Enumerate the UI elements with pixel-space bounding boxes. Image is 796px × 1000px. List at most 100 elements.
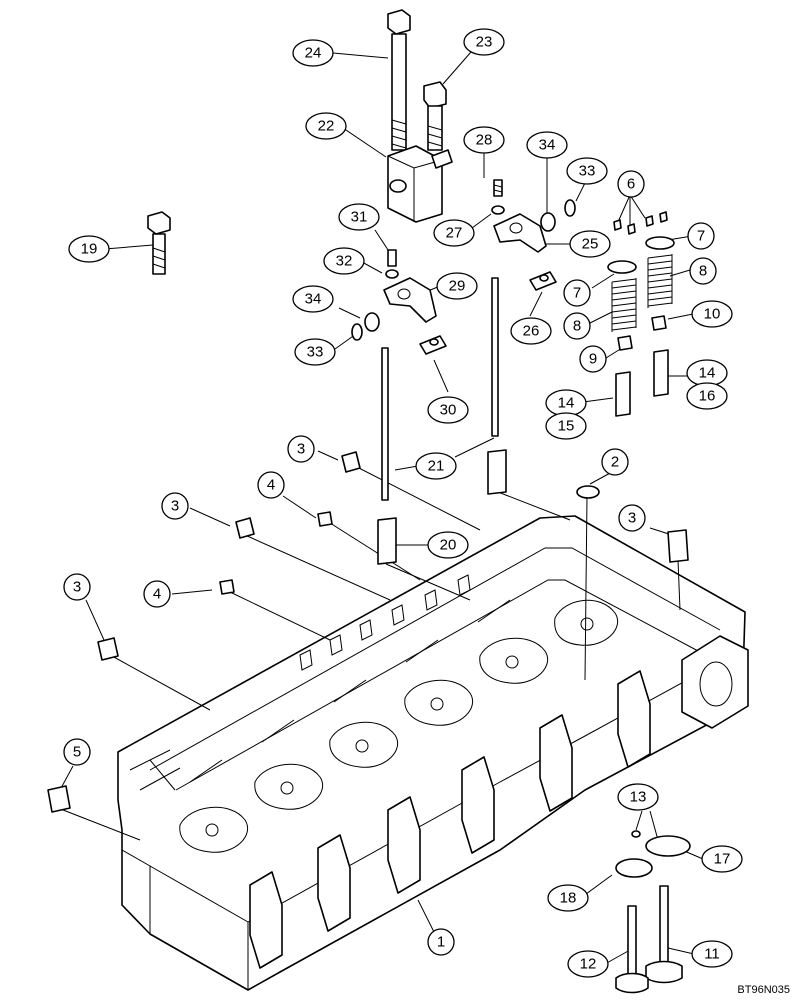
callout: 26 [510,317,552,345]
valve-guide-left [615,371,631,417]
callout: 3 [618,504,646,532]
thrust-washer-top [540,212,556,232]
callout-label: 10 [704,306,721,323]
callout: 14 [545,389,587,417]
callout: 8 [563,312,591,340]
adjusting-screw-rear [493,179,503,197]
callout: 28 [463,126,505,154]
callout: 12 [567,950,609,978]
callout-label: 1 [437,934,445,951]
callout-label: 34 [305,291,322,308]
callout-label: 11 [704,946,720,963]
callout: 22 [305,112,347,140]
spring-retainer-right [645,236,675,250]
crosshead-front [419,335,447,355]
callout-label: 2 [611,454,619,471]
callout-label: 4 [153,586,161,603]
callout-label: 13 [630,789,647,806]
locknut-rear [491,205,505,215]
short-bolt [423,81,447,151]
exhaust-valve [615,905,649,994]
callout-label: 26 [523,323,540,340]
retaining-ring-lower [351,323,363,341]
callout-label: 28 [476,132,493,149]
callout: 25 [569,230,611,258]
callout-label: 6 [627,176,635,193]
callout-label: 14 [699,365,716,382]
crosshead-rear [529,271,557,291]
thrust-washer-lower [364,312,380,332]
callout-label: 20 [440,537,457,554]
callout-label: 18 [560,890,577,907]
callout-label: 8 [573,318,581,335]
callout-label: 16 [699,388,716,405]
callout: 7 [563,279,591,307]
valve-spring-right [647,254,673,308]
valve-guide-right [653,349,669,397]
callout-label: 9 [589,351,597,368]
spring-retainer-left [607,260,637,274]
valve-seat-insert-small-a [631,830,641,838]
callout: 8 [689,257,717,285]
callout-label: 19 [81,241,98,258]
callout: 33 [566,157,608,185]
callout: 33 [294,338,336,366]
callout-label: 22 [318,118,335,135]
callout: 5 [63,738,91,766]
tappet-front [377,517,397,565]
valve-seat-ring-17 [645,835,691,857]
callout-label: 7 [697,228,705,245]
callout: 10 [691,300,733,328]
callout-label: 7 [573,285,581,302]
pipe-plug-b [219,579,235,595]
callout-label: 4 [267,477,275,494]
callout: 7 [687,222,715,250]
rocker-arm-front [383,277,437,323]
drawing-code: BT96N035 [737,984,790,996]
callout-label: 8 [699,263,707,280]
callout-label: 31 [351,209,368,226]
valve-stem-seal-left [617,335,633,351]
push-rods [381,277,499,501]
callout-label: 15 [558,418,575,435]
callout-label: 34 [539,137,556,154]
callout: 34 [292,285,334,313]
locknut-front [385,269,399,279]
callout-label: 14 [558,395,575,412]
callout-label: 29 [449,278,466,295]
valve-spring-left [611,278,637,332]
callout: 6 [617,170,645,198]
callout-label: 21 [428,458,445,475]
callout: 15 [545,412,587,440]
expansion-plug-b [235,517,255,539]
callout: 20 [427,531,469,559]
bracket-bolt [147,211,171,275]
expansion-plug-rear [47,785,71,813]
callout: 19 [68,235,110,263]
intake-valve [645,885,683,984]
valve-stem-seal-right [651,315,667,331]
expansion-plug-d [97,637,119,661]
injector-seal-ring [576,485,600,499]
callout: 3 [287,435,315,463]
callout-label: 12 [580,956,597,973]
callout-label: 32 [336,253,353,270]
callout: 27 [433,219,475,247]
callout-label: 3 [171,498,179,515]
tappet-rear [487,449,507,495]
callout-label: 25 [582,236,599,253]
callout-label: 3 [297,441,305,458]
callout: 17 [701,845,743,873]
callout-label: 23 [476,34,493,51]
callout: 34 [526,131,568,159]
callout: 1 [427,928,455,956]
callout: 18 [547,884,589,912]
expansion-plug-a [341,451,361,473]
callout: 24 [292,39,334,67]
callout-label: 3 [628,510,636,527]
callout: 3 [63,573,91,601]
callout: 4 [257,471,285,499]
valve-collets [613,211,668,235]
callout: 2 [601,448,629,476]
